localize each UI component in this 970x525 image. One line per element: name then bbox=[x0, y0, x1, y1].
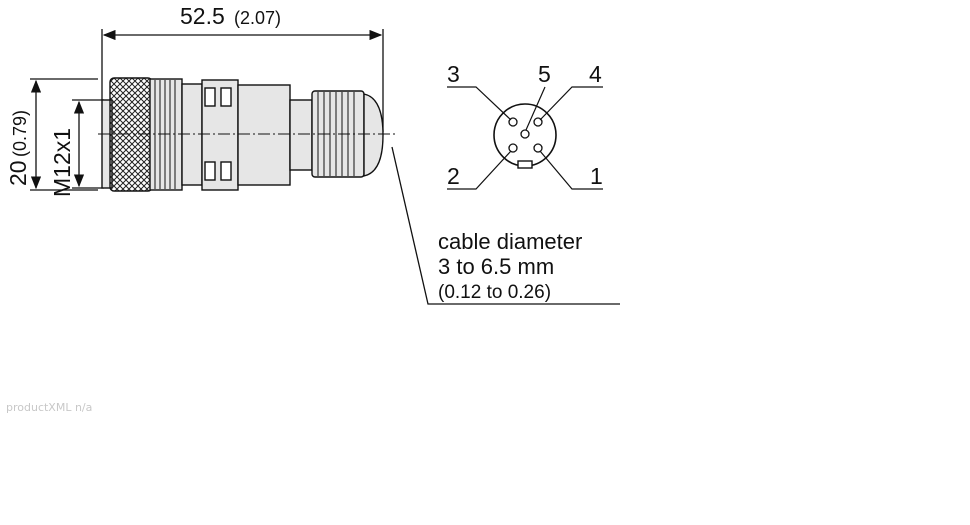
pin-5-contact bbox=[520, 129, 530, 139]
height-alt: (0.79) bbox=[10, 110, 30, 157]
pin-2-contact bbox=[508, 143, 518, 153]
thread-label: M12x1 bbox=[49, 128, 75, 197]
height-dimension: 20 (0.79) bbox=[5, 78, 98, 191]
pinout-diagram: 3 5 4 2 1 bbox=[447, 61, 603, 190]
pin-label-3: 3 bbox=[447, 61, 460, 87]
height-value: 20 bbox=[5, 160, 31, 186]
thread-dimension: M12x1 bbox=[49, 99, 104, 197]
pin-label-4: 4 bbox=[589, 61, 602, 87]
footer-text: productXML n/a bbox=[6, 401, 93, 414]
cable-note-line2: 3 to 6.5 mm bbox=[438, 254, 554, 279]
length-alt: (2.07) bbox=[234, 8, 281, 28]
cable-note-line1: cable diameter bbox=[438, 229, 582, 254]
pin-1-contact bbox=[533, 143, 543, 153]
coding-key bbox=[517, 160, 533, 169]
pin-label-5: 5 bbox=[538, 61, 551, 87]
pin-label-2: 2 bbox=[447, 163, 460, 189]
pin-label-1: 1 bbox=[590, 163, 603, 189]
cable-leader-line bbox=[391, 146, 620, 305]
cable-note: cable diameter 3 to 6.5 mm (0.12 to 0.26… bbox=[438, 229, 582, 303]
length-value: 52.5 bbox=[180, 3, 225, 29]
length-dimension: 52.5 (2.07) bbox=[101, 3, 384, 132]
cable-note-line3: (0.12 to 0.26) bbox=[438, 282, 551, 303]
